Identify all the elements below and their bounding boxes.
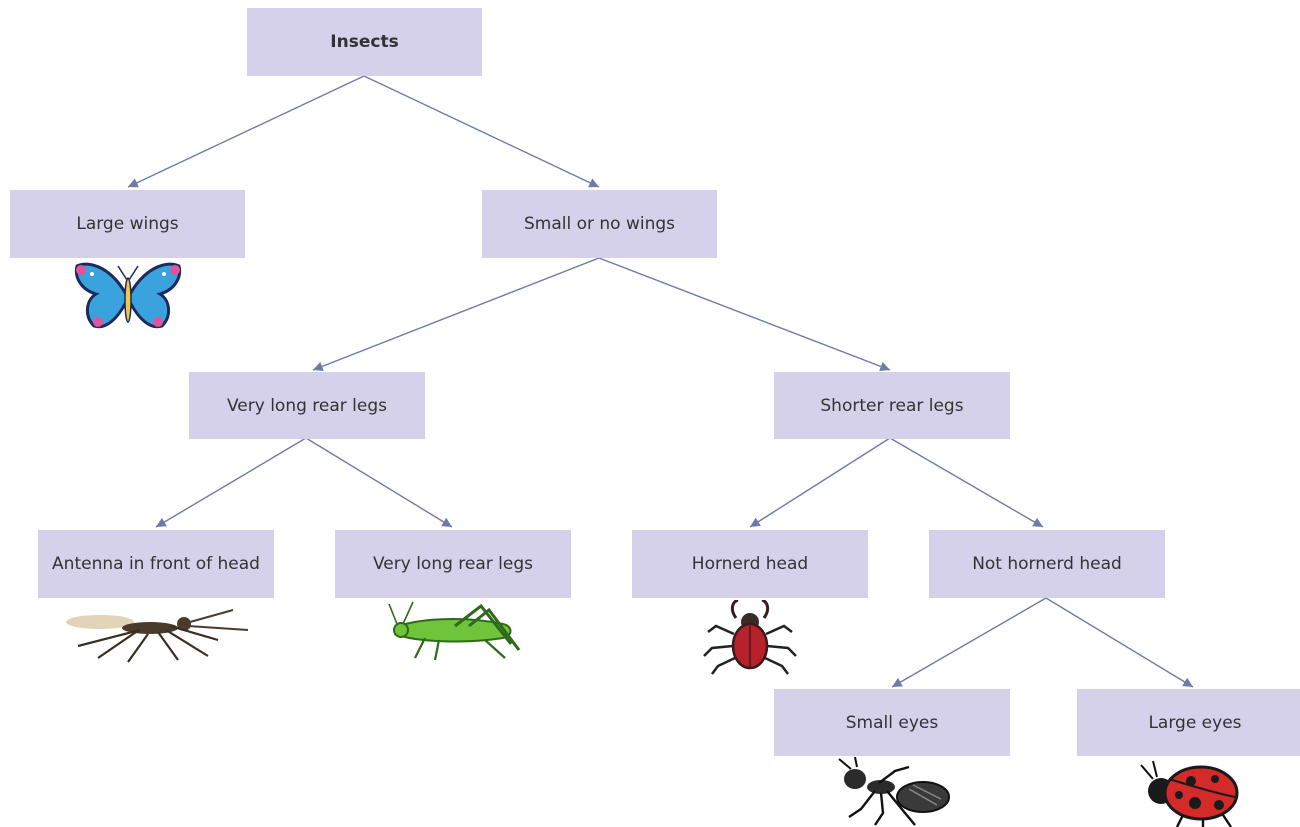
edge-long-legs-long-legs-2 xyxy=(305,437,453,528)
node-very-long-rear-legs-2: Very long rear legs xyxy=(335,530,571,598)
edge-shorter-horned xyxy=(749,437,891,528)
edge-small-wings-shorter-legs xyxy=(598,257,891,372)
mosquito-icon xyxy=(66,609,249,663)
node-antenna-in-front-of-head: Antenna in front of head xyxy=(38,530,274,598)
node-not-hornerd-head: Not hornerd head xyxy=(929,530,1165,598)
edge-long-legs-antenna xyxy=(155,437,307,528)
ant-icon xyxy=(838,757,950,826)
butterfly-icon xyxy=(74,262,182,329)
edge-shorter-not-horned xyxy=(889,437,1044,528)
edge-small-wings-long-legs xyxy=(312,257,600,371)
ladybug-icon xyxy=(1140,760,1239,827)
edge-not-horned-large-eyes xyxy=(1045,597,1194,688)
node-small-eyes: Small eyes xyxy=(774,689,1010,756)
grasshopper-icon xyxy=(388,601,521,661)
node-insects: Insects xyxy=(247,8,482,76)
edge-insects-small-wings xyxy=(363,75,600,188)
node-small-or-no-wings: Small or no wings xyxy=(482,190,717,258)
node-hornerd-head: Hornerd head xyxy=(632,530,868,598)
node-very-long-rear-legs: Very long rear legs xyxy=(189,372,425,439)
node-shorter-rear-legs: Shorter rear legs xyxy=(774,372,1010,439)
node-large-wings: Large wings xyxy=(10,190,245,258)
edge-insects-large-wings xyxy=(127,75,365,188)
node-large-eyes: Large eyes xyxy=(1077,689,1300,756)
stag-beetle-icon xyxy=(703,600,797,675)
edge-not-horned-small-eyes xyxy=(891,597,1047,688)
